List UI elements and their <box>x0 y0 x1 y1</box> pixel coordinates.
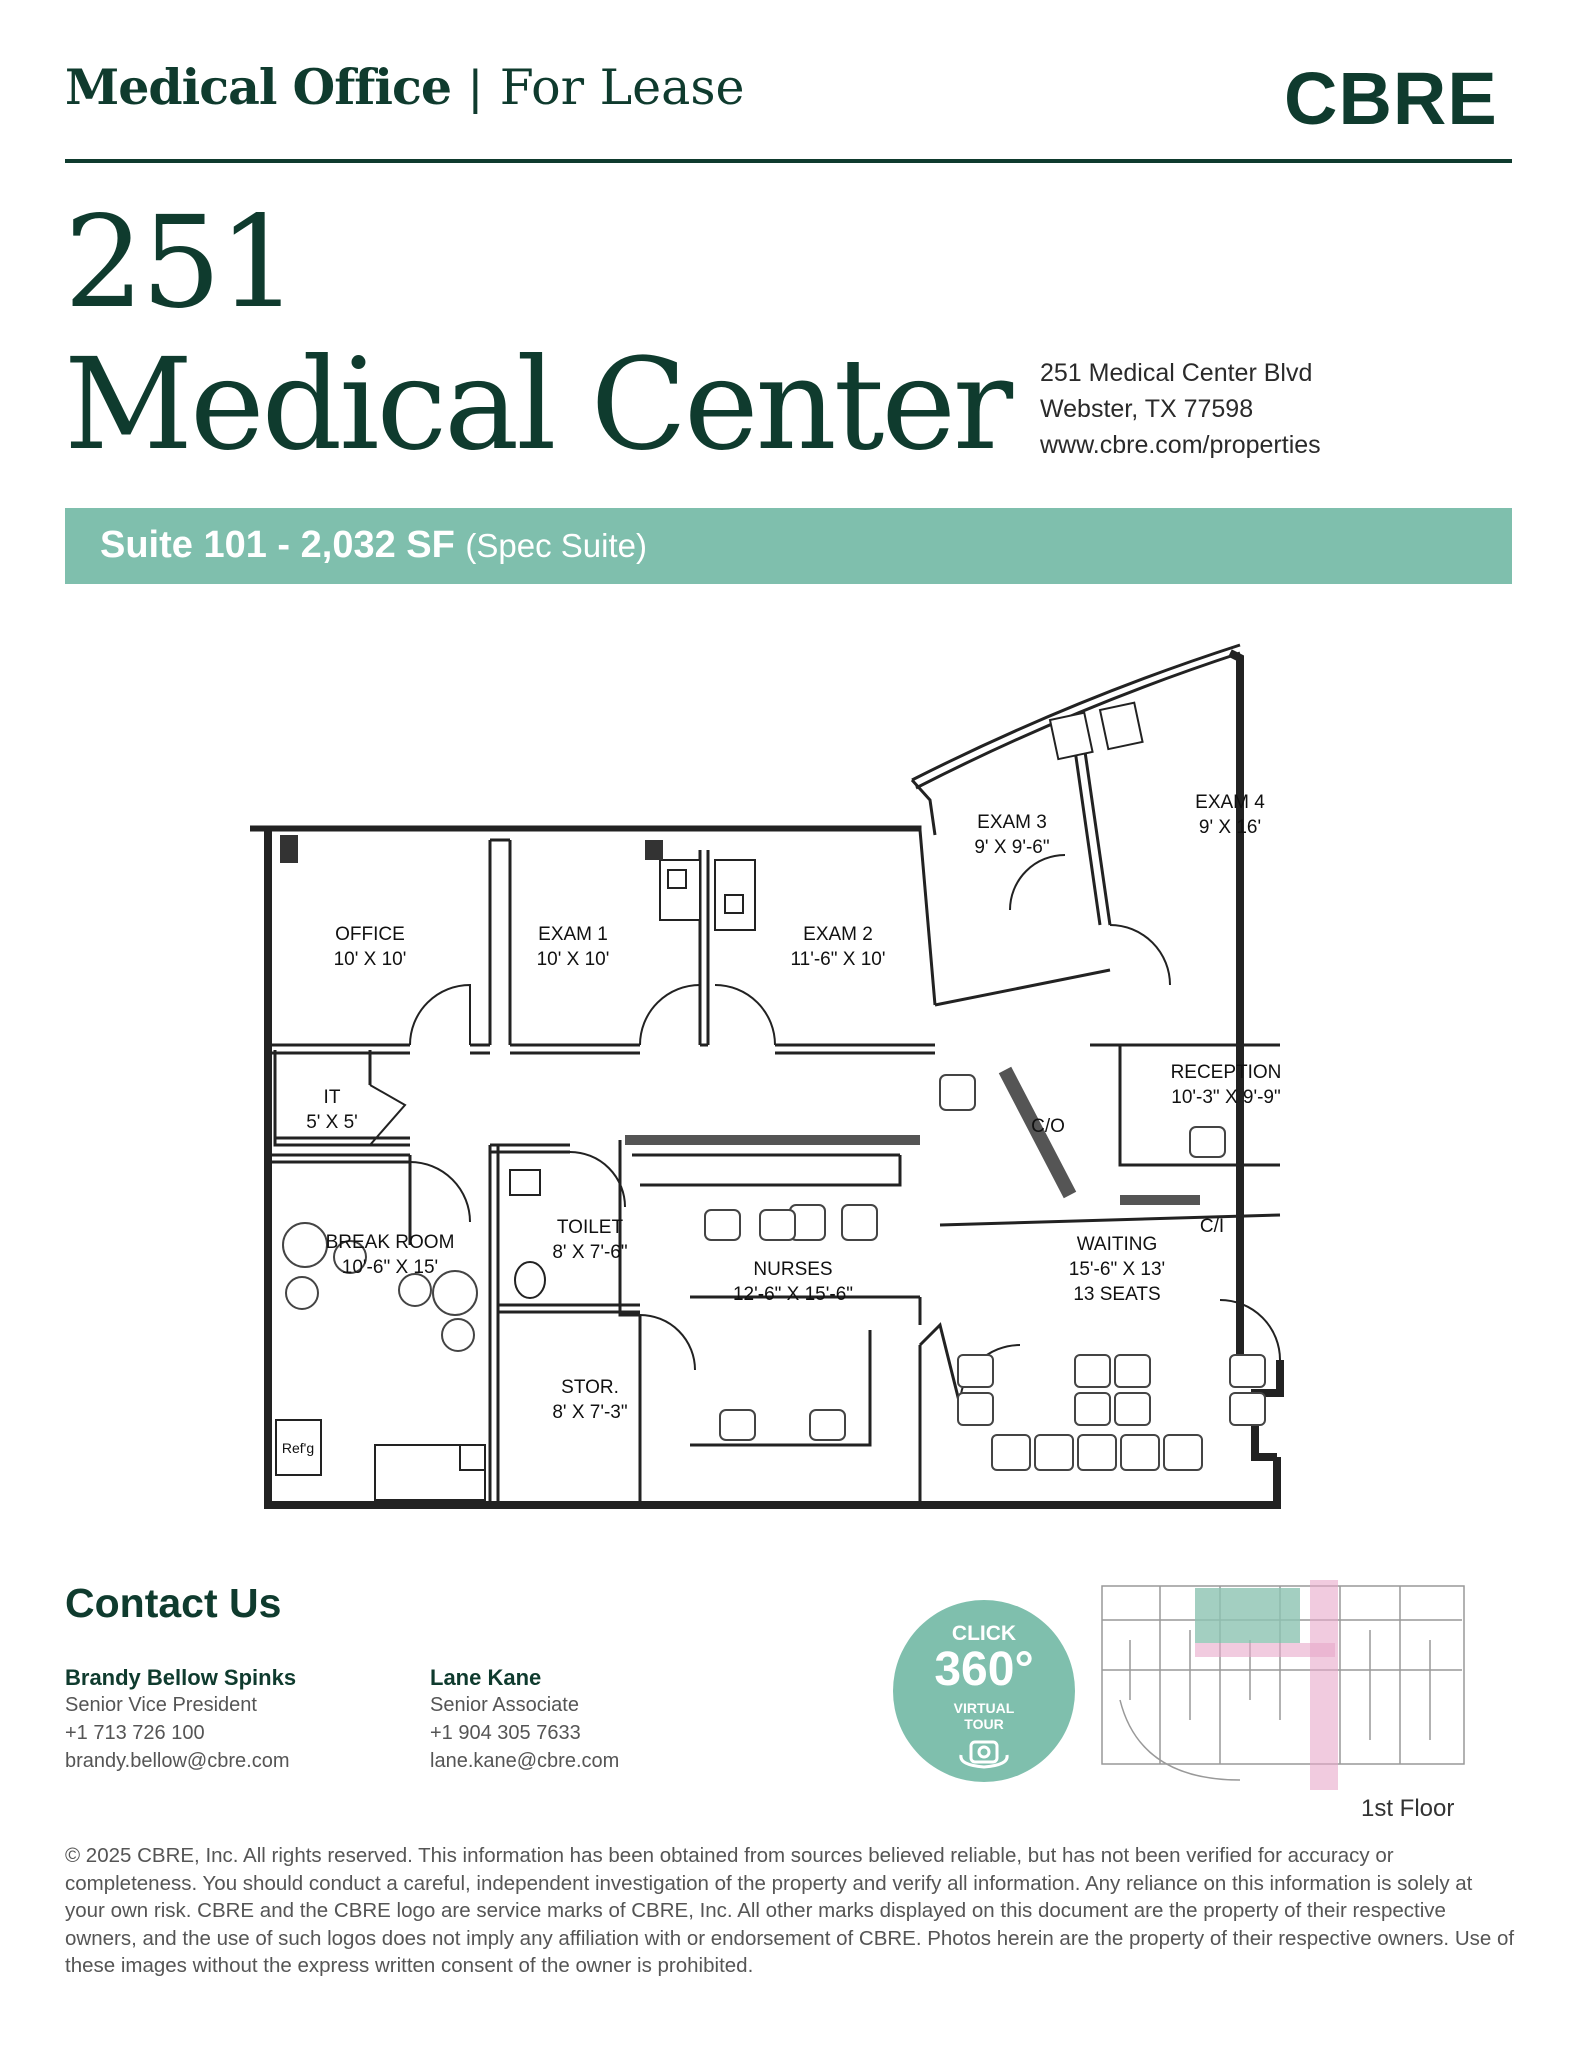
legal-disclaimer: © 2025 CBRE, Inc. All rights reserved. T… <box>65 1844 1515 1977</box>
category-label: Medical Office <box>65 58 452 116</box>
contact-heading: Contact Us <box>65 1580 282 1626</box>
contact-name: Brandy Bellow Spinks <box>65 1665 297 1690</box>
contact-phone[interactable]: +1 713 726 100 <box>65 1722 205 1744</box>
virtual-tour-click: CLICK <box>951 1622 1017 1645</box>
suite-banner <box>65 508 1512 584</box>
header-title: Medical Office | For Lease <box>65 58 744 116</box>
contact-email[interactable]: brandy.bellow@cbre.com <box>65 1750 290 1772</box>
room-toilet-dims: 8' X 7'-6" <box>552 1242 627 1263</box>
room-nurses-dims: 12'-6" X 15'-6" <box>733 1284 853 1305</box>
cbre-logo: CBRE <box>1284 57 1498 140</box>
room-exam2-name: EXAM 2 <box>803 924 873 945</box>
contact-phone[interactable]: +1 904 305 7633 <box>430 1722 581 1744</box>
room-exam4-dims: 9' X 16' <box>1199 817 1261 838</box>
contact-title: Senior Vice President <box>65 1694 257 1716</box>
room-exam4-name: EXAM 4 <box>1195 792 1265 813</box>
contact-card-1: Brandy Bellow Spinks Senior Vice Preside… <box>65 1665 296 1775</box>
room-exam1-name: EXAM 1 <box>538 924 608 945</box>
header-separator: | <box>469 61 482 115</box>
status-label: For Lease <box>499 59 745 116</box>
suite-note: (Spec Suite) <box>465 527 647 564</box>
floor-plan: OFFICE 10' X 10' EXAM 1 10' X 10' EXAM 2… <box>250 643 1284 1509</box>
co-label: C/O <box>1031 1116 1065 1137</box>
refrigerator-label: Ref'g <box>282 1440 314 1456</box>
suite-banner-text: Suite 101 - 2,032 SF (Spec Suite) <box>100 524 647 567</box>
virtual-tour-line4: TOUR <box>964 1716 1004 1732</box>
room-breakroom-dims: 10'-6" X 15' <box>342 1257 438 1278</box>
key-plan-label: 1st Floor <box>1361 1795 1455 1822</box>
camera-360-icon <box>959 1740 1009 1769</box>
property-address: 251 Medical Center Blvd Webster, TX 7759… <box>1040 355 1321 463</box>
property-title-name: Medical Center <box>64 331 1013 478</box>
room-toilet-name: TOILET <box>557 1217 624 1238</box>
ci-label: C/I <box>1200 1216 1224 1237</box>
room-waiting-dims: 15'-6" X 13' <box>1069 1259 1165 1280</box>
room-exam3-name: EXAM 3 <box>977 812 1047 833</box>
virtual-tour-button[interactable]: CLICK 360° VIRTUAL TOUR <box>893 1600 1075 1782</box>
room-waiting-name: WAITING <box>1077 1234 1158 1255</box>
room-it-dims: 5' X 5' <box>306 1112 358 1133</box>
property-website-link[interactable]: www.cbre.com/properties <box>1040 431 1321 459</box>
virtual-tour-label: VIRTUAL TOUR <box>893 1700 1075 1732</box>
room-storage-dims: 8' X 7'-3" <box>552 1402 627 1423</box>
contact-email[interactable]: lane.kane@cbre.com <box>430 1750 620 1772</box>
room-exam3-dims: 9' X 9'-6" <box>974 837 1049 858</box>
contact-card-2: Lane Kane Senior Associate +1 904 305 76… <box>430 1665 619 1775</box>
header-divider <box>65 159 1512 163</box>
address-street: 251 Medical Center Blvd <box>1040 359 1313 387</box>
address-city: Webster, TX 77598 <box>1040 395 1254 423</box>
room-reception-dims: 10'-3" X 9'-9" <box>1171 1087 1280 1108</box>
room-it-name: IT <box>324 1087 341 1108</box>
room-exam2-dims: 11'-6" X 10' <box>791 949 886 970</box>
room-breakroom-name: BREAK ROOM <box>326 1232 455 1253</box>
room-exam1-dims: 10' X 10' <box>537 949 610 970</box>
room-storage-name: STOR. <box>561 1377 619 1398</box>
room-reception-name: RECEPTION <box>1171 1062 1282 1083</box>
key-plan-map <box>1101 1580 1465 1790</box>
suite-label: Suite 101 - 2,032 SF <box>100 524 455 566</box>
virtual-tour-360: 360° <box>934 1643 1034 1696</box>
virtual-tour-line3: VIRTUAL <box>953 1700 1015 1716</box>
contact-name: Lane Kane <box>430 1665 542 1690</box>
property-title-number: 251 <box>64 189 298 336</box>
room-office-dims: 10' X 10' <box>334 949 407 970</box>
room-office-name: OFFICE <box>335 924 405 945</box>
contact-title: Senior Associate <box>430 1694 579 1716</box>
room-nurses-name: NURSES <box>753 1259 832 1280</box>
room-waiting-seats: 13 SEATS <box>1073 1284 1160 1305</box>
